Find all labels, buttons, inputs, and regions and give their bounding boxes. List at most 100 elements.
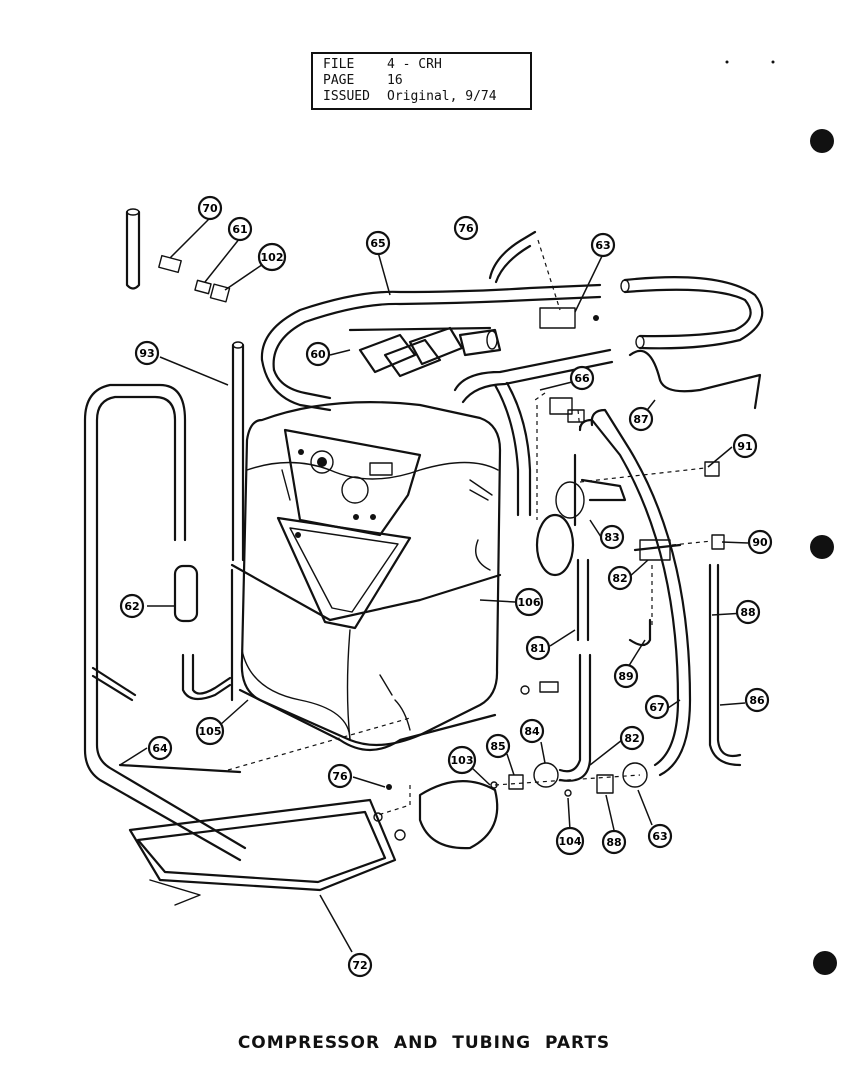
callout-105: 105 xyxy=(195,716,225,746)
callout-circle xyxy=(599,524,625,550)
caption-text: COMPRESSOR AND TUBING PARTS xyxy=(237,1033,611,1053)
file-row: FILE 4 - CRH xyxy=(323,57,530,73)
callout-circle xyxy=(147,735,173,761)
callout-number: 103 xyxy=(451,754,474,767)
callout-number: 63 xyxy=(595,239,610,252)
callout-87: 87 xyxy=(628,406,654,432)
callout-number: 81 xyxy=(530,642,545,655)
callout-76: 76 xyxy=(327,763,353,789)
callout-85: 85 xyxy=(485,733,511,759)
punch-hole-top xyxy=(810,129,834,153)
service-pipe xyxy=(125,210,141,290)
punch-hole-middle xyxy=(810,535,834,559)
callout-86: 86 xyxy=(744,687,770,713)
discharge-tube xyxy=(260,283,602,362)
callout-number: 106 xyxy=(518,596,541,609)
callout-circle xyxy=(555,826,585,856)
callout-circle xyxy=(327,763,353,789)
callout-number: 60 xyxy=(310,348,326,361)
callout-91: 91 xyxy=(732,433,758,459)
page-value: 16 xyxy=(387,73,403,88)
callout-number: 84 xyxy=(524,725,540,738)
muffler-assembly xyxy=(348,326,502,378)
callout-number: 62 xyxy=(124,600,139,613)
callout-89: 89 xyxy=(613,663,639,689)
issued-value: Original, 9/74 xyxy=(387,89,497,104)
callout-65: 65 xyxy=(365,230,391,256)
callout-circle xyxy=(601,829,627,855)
callout-83: 83 xyxy=(599,524,625,550)
callout-60: 60 xyxy=(305,341,331,367)
callout-number: 76 xyxy=(458,222,474,235)
callout-88: 88 xyxy=(735,599,761,625)
callout-number: 76 xyxy=(332,770,348,783)
callout-circle xyxy=(747,529,773,555)
callout-circle xyxy=(119,593,145,619)
callout-circle xyxy=(525,635,551,661)
page-label: PAGE xyxy=(323,73,355,88)
callout-number: 85 xyxy=(490,740,505,753)
callout-number: 88 xyxy=(606,836,621,849)
callout-circle xyxy=(628,406,654,432)
callout-number: 63 xyxy=(652,830,667,843)
callout-circle xyxy=(732,433,758,459)
callout-number: 89 xyxy=(618,670,633,683)
callout-number: 70 xyxy=(202,202,218,215)
diagram-caption: COMPRESSOR AND TUBING PARTS xyxy=(0,1033,848,1053)
callout-102: 102 xyxy=(257,242,287,272)
file-value: 4 - CRH xyxy=(387,57,442,72)
callout-61: 61 xyxy=(227,216,253,242)
callout-number: 66 xyxy=(574,372,590,385)
callout-number: 104 xyxy=(559,835,582,848)
callout-106: 106 xyxy=(514,587,544,617)
callout-82: 82 xyxy=(607,565,633,591)
callout-93: 93 xyxy=(134,340,160,366)
callout-number: 87 xyxy=(633,413,648,426)
callout-76: 76 xyxy=(453,215,479,241)
callout-circle xyxy=(134,340,160,366)
callout-number: 64 xyxy=(152,742,168,755)
callout-number: 65 xyxy=(370,237,385,250)
callout-103: 103 xyxy=(447,745,477,775)
callout-circle xyxy=(613,663,639,689)
file-info-box: FILE 4 - CRH PAGE 16 ISSUED Original, 9/… xyxy=(311,52,532,110)
file-label: FILE xyxy=(323,57,355,72)
callout-number: 82 xyxy=(612,572,627,585)
filter-drier xyxy=(173,564,199,623)
callout-number: 91 xyxy=(737,440,752,453)
callout-70: 70 xyxy=(197,195,223,221)
callout-circle xyxy=(514,587,544,617)
callout-62: 62 xyxy=(119,593,145,619)
callout-circle xyxy=(365,230,391,256)
callout-circle xyxy=(305,341,331,367)
callout-104: 104 xyxy=(555,826,585,856)
callout-number: 72 xyxy=(352,959,367,972)
callout-circle xyxy=(735,599,761,625)
callout-81: 81 xyxy=(525,635,551,661)
callout-circle xyxy=(519,718,545,744)
punch-hole-bottom xyxy=(813,951,837,975)
callout-66: 66 xyxy=(569,365,595,391)
callout-63: 63 xyxy=(590,232,616,258)
callout-number: 61 xyxy=(232,223,247,236)
callout-circle xyxy=(227,216,253,242)
callout-circle xyxy=(607,565,633,591)
callout-number: 93 xyxy=(139,347,154,360)
callout-circle xyxy=(744,687,770,713)
frame-tube xyxy=(83,383,242,862)
callout-64: 64 xyxy=(147,735,173,761)
callout-number: 102 xyxy=(261,251,284,264)
callout-67: 67 xyxy=(644,694,670,720)
callout-82: 82 xyxy=(619,725,645,751)
callout-number: 88 xyxy=(740,606,755,619)
callout-circle xyxy=(569,365,595,391)
callout-number: 105 xyxy=(199,725,222,738)
issued-row: ISSUED Original, 9/74 xyxy=(323,89,530,105)
callout-circle xyxy=(590,232,616,258)
callout-circle xyxy=(195,716,225,746)
callout-circle xyxy=(447,745,477,775)
callout-63: 63 xyxy=(647,823,673,849)
callout-circle xyxy=(347,952,373,978)
callout-circle xyxy=(619,725,645,751)
